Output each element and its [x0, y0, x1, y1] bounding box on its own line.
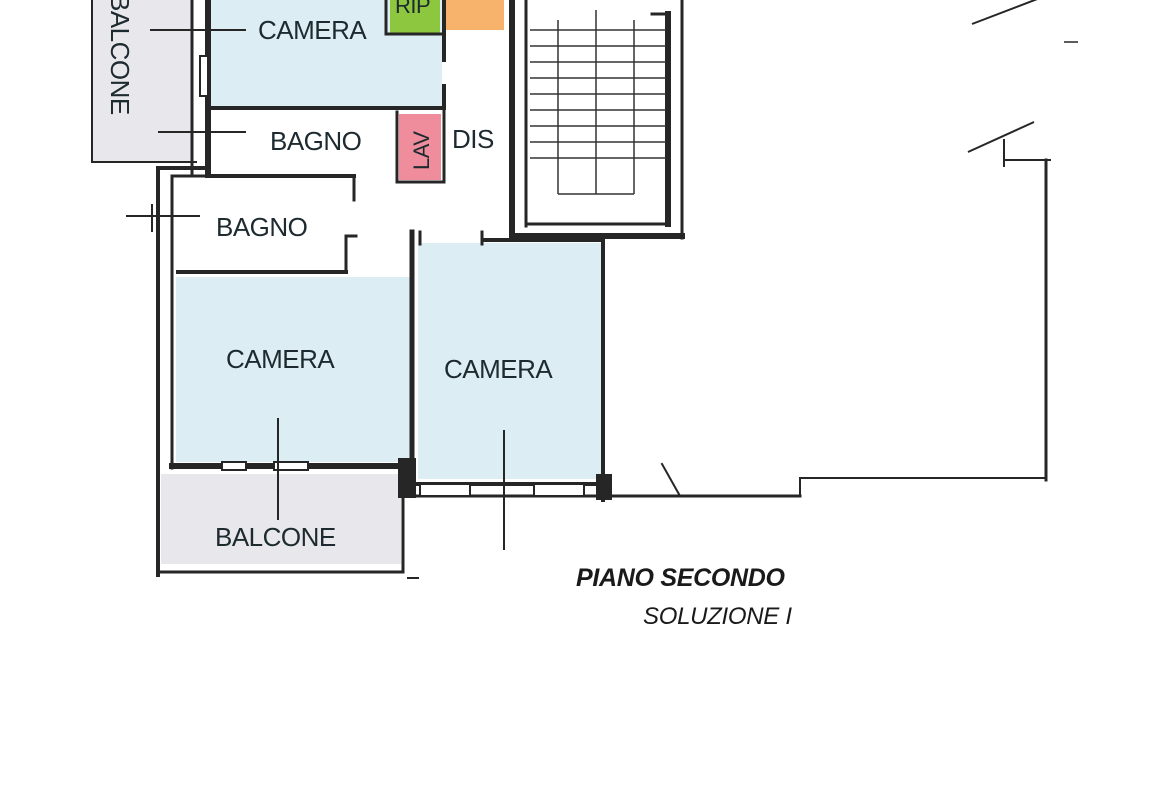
- label-balcone-top: BALCONE: [105, 0, 135, 115]
- label-camera-top: CAMERA: [258, 15, 367, 45]
- orange-area: [442, 0, 504, 30]
- label-balcone-bottom: BALCONE: [215, 522, 336, 552]
- floor-title: PIANO SECONDO: [576, 564, 785, 592]
- label-camera-right: CAMERA: [444, 354, 553, 384]
- label-camera-left: CAMERA: [226, 344, 335, 374]
- camera-left-area: [176, 277, 412, 462]
- balcone-top-area: [92, 0, 192, 162]
- balcone-bottom-area: [161, 474, 401, 564]
- label-dis: DIS: [452, 124, 494, 154]
- rip-area: [390, 0, 440, 34]
- label-bagno-2: BAGNO: [216, 212, 307, 242]
- label-lav: LAV: [409, 131, 434, 170]
- windows: [199, 55, 585, 497]
- label-bagno-1: BAGNO: [270, 126, 361, 156]
- label-rip: RIP: [395, 0, 430, 18]
- camera-right-area: [418, 243, 602, 479]
- lav-area: [399, 114, 441, 180]
- section-lines: [126, 0, 1078, 550]
- floor-subtitle: SOLUZIONE I: [643, 603, 792, 630]
- stair-treads: [530, 10, 666, 195]
